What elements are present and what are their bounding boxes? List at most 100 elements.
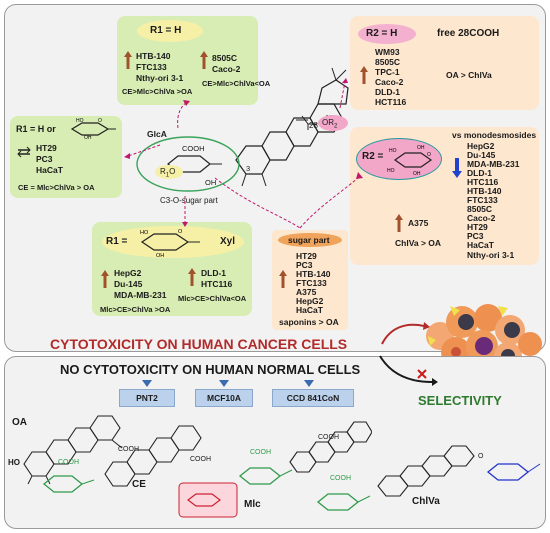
down-arrow-icon: [452, 158, 462, 178]
mlc-xylose-box: [178, 482, 238, 518]
chlva-ester-o-label: O: [478, 453, 484, 460]
sugar-part-pill: [278, 233, 342, 247]
r2-sugar-line: Du-145: [467, 150, 496, 160]
r1-h-or-line: HT29: [36, 143, 57, 153]
r2-vs-monodesmosides: vs monodesmosides: [452, 130, 537, 140]
r2-sugar-line: DLD-1: [467, 168, 493, 178]
r1o-label: R1O: [160, 167, 176, 179]
chlva-glucose-icon: [486, 463, 541, 481]
r2-sugar-order: ChlVa > OA: [395, 238, 442, 248]
r2-h-line: DLD-1: [375, 87, 401, 97]
svg-text:OH: OH: [156, 253, 164, 258]
r1-h-header-pill: [137, 20, 203, 42]
ce-structure: [104, 425, 202, 487]
up-arrow-icon: [124, 51, 132, 69]
r2-sugar-line: Nthy-ori 3-1: [467, 250, 515, 260]
sugar-part-header: sugar part: [288, 235, 330, 245]
up-arrow-icon: [101, 270, 109, 288]
down-triangle-icon: [142, 380, 152, 387]
c28-label: 28: [309, 121, 318, 130]
normal-cell-ccd841con: CCD 841CoN: [272, 389, 354, 407]
r1-xyl-name: Xyl: [220, 236, 236, 247]
up-arrow-icon: [395, 214, 403, 232]
normal-cell-pnt2: PNT2: [119, 389, 175, 407]
r2-h-line: HCT116: [375, 97, 407, 107]
r2-sugar-line: HTC116: [467, 177, 499, 187]
r1-h-or-xyl-box: [10, 116, 122, 198]
r1-xyl-line: HepG2: [114, 268, 142, 278]
r1-h-order: CE>Mlc>ChlVa >OA: [122, 87, 193, 96]
r2-h-order: OA > ChlVa: [446, 70, 492, 80]
arrow-to-cancer-icon: [381, 322, 430, 345]
svg-text:HO: HO: [140, 230, 149, 236]
r2-sugar-up-line: A375: [408, 218, 429, 228]
chlva-structure: [377, 445, 475, 497]
r2-sugar-line: HT29: [467, 222, 488, 232]
r1-h-line: 8505C: [212, 53, 238, 63]
r2-sugar-label: R2 =: [362, 151, 384, 162]
mlc-label: Mlc: [244, 499, 261, 510]
r2-h-header-pill: [358, 24, 416, 44]
down-triangle-icon: [304, 380, 314, 387]
or2-oval: [318, 115, 348, 131]
c3-sugar-oval: [136, 136, 240, 192]
sugar-part-order: saponins > OA: [279, 317, 339, 327]
r1-h-order: CE>Mlc>ChlVa<OA: [202, 79, 271, 88]
r1-xyl-line: HTC116: [201, 279, 233, 289]
oa-cooh-label: COOH: [118, 446, 139, 453]
oh-label: OH: [205, 178, 217, 187]
r2-h-line: Caco-2: [375, 77, 404, 87]
no-cytotoxicity-title: NO CYTOTOXICITY ON HUMAN NORMAL CELLS: [60, 362, 361, 377]
oa-ho-label: HO: [8, 458, 20, 467]
r2-sugar-line: Caco-2: [467, 213, 496, 223]
r1o-oval: [155, 165, 183, 179]
r2-h-header: R2 = H: [366, 28, 398, 39]
r2-sugar-line: HepG2: [467, 141, 495, 151]
dashed-connector-arrows: [124, 78, 363, 229]
sugar-part-line: HTB-140: [296, 269, 331, 279]
mlc-glucuronide-icon: [238, 467, 293, 485]
r2-sugar-line: PC3: [467, 231, 484, 241]
r1-xyl-line: MDA-MB-231: [114, 290, 167, 300]
r2-sugar-line: FTC133: [467, 195, 498, 205]
svg-text:O: O: [178, 229, 183, 235]
svg-text:HO: HO: [389, 148, 397, 154]
c3-label: 3: [246, 164, 251, 173]
r1-h-line: Nthy-ori 3-1: [136, 73, 184, 83]
r2-sugar-line: HTB-140: [467, 186, 502, 196]
r2-h-line: TPC-1: [375, 67, 400, 77]
selectivity-title: SELECTIVITY: [418, 393, 502, 408]
svg-text:OH: OH: [417, 145, 425, 151]
r1-h-or-line: HaCaT: [36, 165, 63, 175]
up-arrow-icon: [279, 270, 287, 288]
r1-xyl-line: DLD-1: [201, 268, 227, 278]
r1-xyl-header-pill: [102, 226, 244, 258]
sugar-part-line: A375: [296, 287, 317, 297]
svg-text:HO: HO: [387, 168, 395, 174]
svg-text:O: O: [98, 118, 102, 124]
r2-sugar-line: HaCaT: [467, 240, 494, 250]
cancer-cells-cluster-icon: [426, 304, 542, 370]
arrow-blocked-icon: [379, 355, 438, 386]
sugar-part-line: PC3: [296, 260, 313, 270]
equal-activity-icon: [17, 146, 31, 158]
ce-label: CE: [132, 479, 146, 490]
r2-h-free-cooh: free 28COOH: [437, 28, 500, 39]
mlc-acid-cooh-label: COOH: [318, 434, 339, 441]
up-arrow-icon: [188, 268, 196, 286]
normal-cell-mcf10a: MCF10A: [195, 389, 253, 407]
xylose-ring-icon: HO O OH: [70, 118, 116, 139]
r1-xyl-line: Du-145: [114, 279, 143, 289]
r1-h-or-order: CE = Mlc>ChlVa > OA: [18, 183, 95, 192]
ce-acid-cooh-label: COOH: [190, 456, 211, 463]
chlva-label: ChlVa: [412, 496, 440, 507]
cooh-label: COOH: [182, 144, 205, 153]
ce-glucuronide-icon: [42, 475, 95, 493]
sugar-part-line: FTC133: [296, 278, 327, 288]
sugar-part-line: HaCaT: [296, 305, 323, 315]
chlva-glucuronide-icon: [316, 493, 371, 511]
up-arrow-icon: [200, 51, 208, 69]
r2-h-line: 8505C: [375, 57, 401, 67]
sugar-part-line: HepG2: [296, 296, 324, 306]
svg-text:OH: OH: [413, 171, 421, 176]
